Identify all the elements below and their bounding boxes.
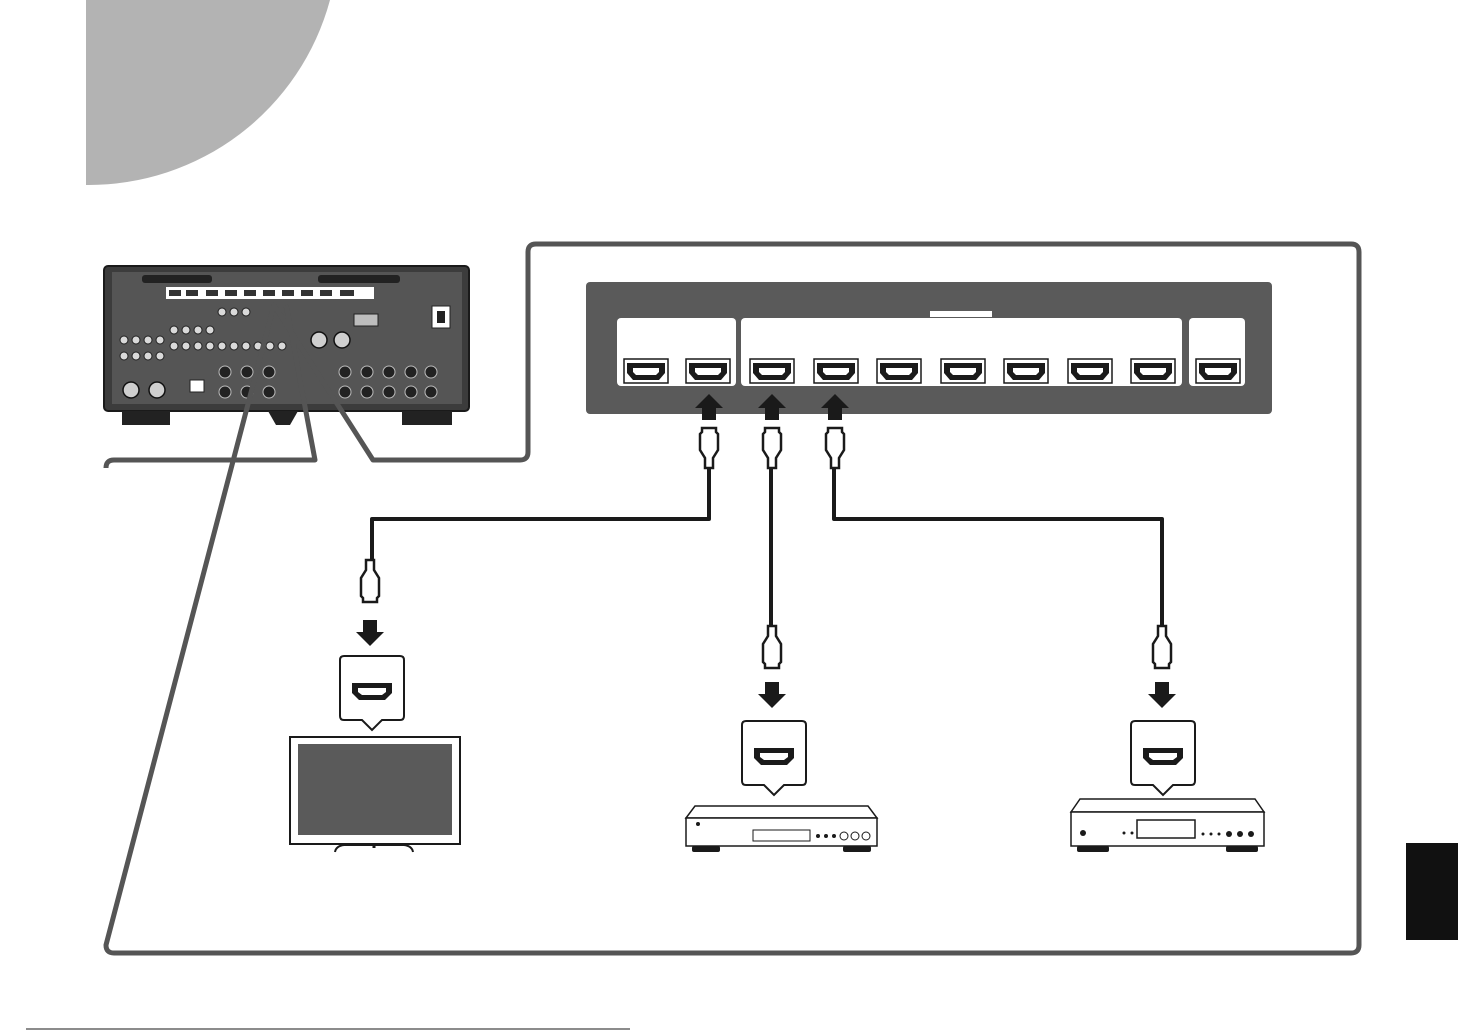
bd-player-hdmi-callout <box>742 721 806 795</box>
corner-circle <box>86 0 330 185</box>
hdmi-plug-icon <box>826 428 844 468</box>
cable-tv <box>372 468 709 570</box>
hdmi-plug-icon <box>1153 626 1171 668</box>
side-tab <box>1406 843 1458 940</box>
hdmi-cables <box>372 468 1162 630</box>
hdmi-in-port-3 <box>877 359 921 383</box>
arrow-down-icon <box>1148 682 1176 708</box>
hdmi-panel <box>586 282 1272 414</box>
cable-media-player <box>834 468 1162 630</box>
media-player-hdmi-callout <box>1131 721 1195 795</box>
hdmi-extra-port <box>1196 359 1240 383</box>
tv-icon <box>290 737 460 852</box>
hdmi-out-port-1 <box>624 359 668 383</box>
hdmi-in-port-7 <box>1131 359 1175 383</box>
tv-hdmi-callout <box>340 656 404 730</box>
hdmi-plug-icon <box>763 626 781 668</box>
hdmi-in-port-4 <box>941 359 985 383</box>
hdmi-out-port-2 <box>686 359 730 383</box>
hdmi-plug-icon <box>361 560 379 602</box>
hdmi-in-port-2 <box>814 359 858 383</box>
disc-player-icon <box>686 806 877 852</box>
hdmi-plug-icon <box>763 428 781 468</box>
media-player-icon <box>1071 799 1264 852</box>
av-receiver-rear-panel <box>104 266 469 425</box>
hdmi-plug-icon <box>700 428 718 468</box>
hdmi-in-port-1 <box>750 359 794 383</box>
hdmi-in-port-6 <box>1068 359 1112 383</box>
hdmi-in-port-5 <box>1004 359 1048 383</box>
arrow-down-icon <box>758 682 786 708</box>
arrow-down-icon <box>356 620 384 646</box>
